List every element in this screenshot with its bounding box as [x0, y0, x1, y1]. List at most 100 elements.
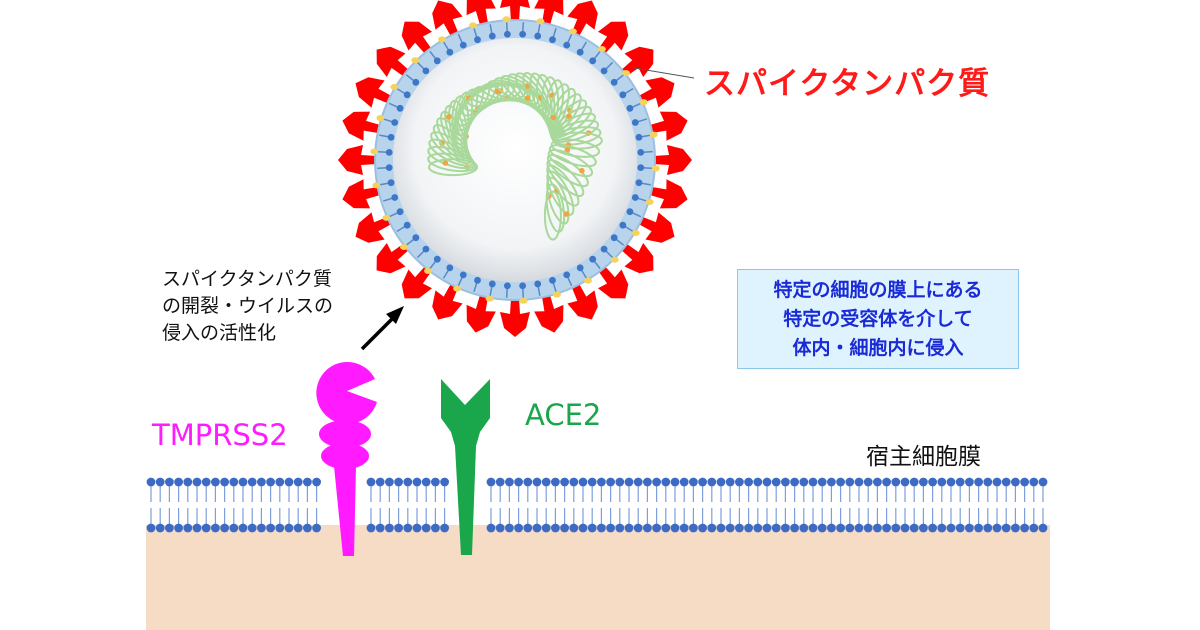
- envelope-lipid-head: [576, 48, 584, 56]
- lipid-head: [385, 477, 394, 487]
- lipid-head: [201, 477, 211, 487]
- spike-protein: [355, 212, 393, 243]
- lipid-head: [817, 523, 827, 533]
- lipid-head: [293, 523, 303, 533]
- lipid-head: [266, 477, 275, 487]
- lipid-head: [845, 477, 855, 487]
- envelope-lipid-head: [549, 36, 556, 44]
- envelope-lipid-head: [446, 264, 454, 272]
- envelope-lipid-head: [637, 164, 645, 172]
- lipid-head: [403, 477, 413, 487]
- entry-info-line: 体内・細胞内に侵入: [792, 337, 964, 359]
- lipid-head: [946, 477, 956, 487]
- envelope-lipid-head: [474, 276, 481, 284]
- envelope-lipid-head: [637, 148, 645, 156]
- lipid-head: [541, 477, 551, 487]
- lipid-head: [412, 477, 422, 487]
- lipid-head: [799, 477, 809, 487]
- lipid-head: [1001, 523, 1011, 533]
- lipid-head: [744, 523, 753, 533]
- viral-rna-coil: [427, 72, 603, 241]
- lipid-head: [983, 523, 993, 533]
- lipid-head: [1029, 477, 1039, 487]
- spike-protein: [342, 179, 382, 209]
- lipid-head: [375, 477, 385, 487]
- lipid-head: [606, 477, 615, 487]
- envelope-lipid-head: [576, 264, 584, 272]
- lipid-head: [790, 477, 799, 487]
- lipid-head: [597, 477, 606, 487]
- rna-helix-turn: [476, 83, 527, 102]
- lipid-head: [974, 523, 983, 533]
- lipid-head: [211, 523, 220, 533]
- rna-helix-turn: [451, 95, 470, 146]
- lipid-head: [495, 523, 505, 533]
- lipid-head: [781, 477, 790, 487]
- spike-protein: [432, 0, 463, 38]
- envelope-lipid-head: [600, 67, 608, 75]
- spike-protein: [401, 265, 433, 299]
- entry-info-line: 特定の細胞の膜上にある: [773, 279, 983, 301]
- envelope-lipid-head: [631, 194, 639, 201]
- rna-helix-turn: [546, 170, 575, 216]
- spike-protein: [597, 265, 629, 299]
- envelope-lipid-head: [519, 30, 527, 38]
- lipid-head: [532, 523, 542, 533]
- nucleocapsid-protein: [579, 167, 585, 174]
- envelope-membrane-protein: [485, 295, 494, 302]
- envelope-lipid-head: [446, 48, 454, 56]
- lipid-head: [781, 523, 790, 533]
- ace2-transmembrane: [455, 446, 476, 555]
- tmprss2-label: TMPRSS2: [152, 418, 288, 452]
- ace2-label: ACE2: [525, 398, 602, 432]
- spike-protein: [376, 242, 410, 274]
- lipid-head: [771, 523, 781, 533]
- lipid-head: [523, 477, 533, 487]
- lipid-head: [707, 523, 717, 533]
- lipid-head: [624, 477, 634, 487]
- envelope-lipid-head: [600, 245, 608, 253]
- cleavage-note-line: 侵入の活性化: [162, 322, 277, 344]
- lipid-head: [1011, 477, 1020, 487]
- lipid-head: [762, 477, 772, 487]
- lipid-head: [900, 523, 910, 533]
- ace2-y-head: [441, 379, 490, 446]
- rna-helix-turn: [427, 145, 476, 170]
- lipid-head: [965, 477, 974, 487]
- lipid-head: [394, 523, 403, 533]
- lipid-head: [229, 477, 239, 487]
- nucleocapsid-protein: [442, 160, 449, 166]
- lipid-head: [643, 477, 652, 487]
- lipid-head: [707, 477, 717, 487]
- lipid-head: [790, 523, 799, 533]
- envelope-membrane-protein: [597, 46, 606, 53]
- lipid-head: [257, 477, 266, 487]
- lipid-head: [633, 477, 643, 487]
- lipid-head: [257, 523, 266, 533]
- envelope-membrane-protein: [645, 198, 654, 205]
- lipid-head: [882, 477, 891, 487]
- ace2-receptor: [441, 379, 490, 555]
- lipid-head: [900, 477, 910, 487]
- lipid-head: [615, 523, 625, 533]
- envelope-lipid-head: [534, 32, 542, 40]
- envelope-lipid-head: [422, 67, 430, 75]
- rna-helix-turn: [481, 82, 531, 102]
- envelope-membrane-protein: [536, 18, 545, 25]
- envelope-lipid-head: [503, 30, 511, 38]
- envelope-lipid-head: [626, 104, 634, 112]
- lipid-head: [238, 477, 248, 487]
- lipid-head: [560, 477, 569, 487]
- envelope-membrane-protein: [610, 256, 619, 263]
- activation-arrow-icon: [360, 306, 404, 351]
- envelope-membrane-protein: [390, 84, 399, 91]
- envelope-lipid-head: [635, 179, 643, 187]
- lipid-head: [670, 477, 680, 487]
- lipid-head: [1011, 523, 1020, 533]
- rna-helix-turn: [547, 149, 594, 178]
- lipid-head: [633, 523, 643, 533]
- lipid-head: [532, 477, 542, 487]
- lipid-head: [854, 477, 864, 487]
- spike-protein: [466, 293, 496, 333]
